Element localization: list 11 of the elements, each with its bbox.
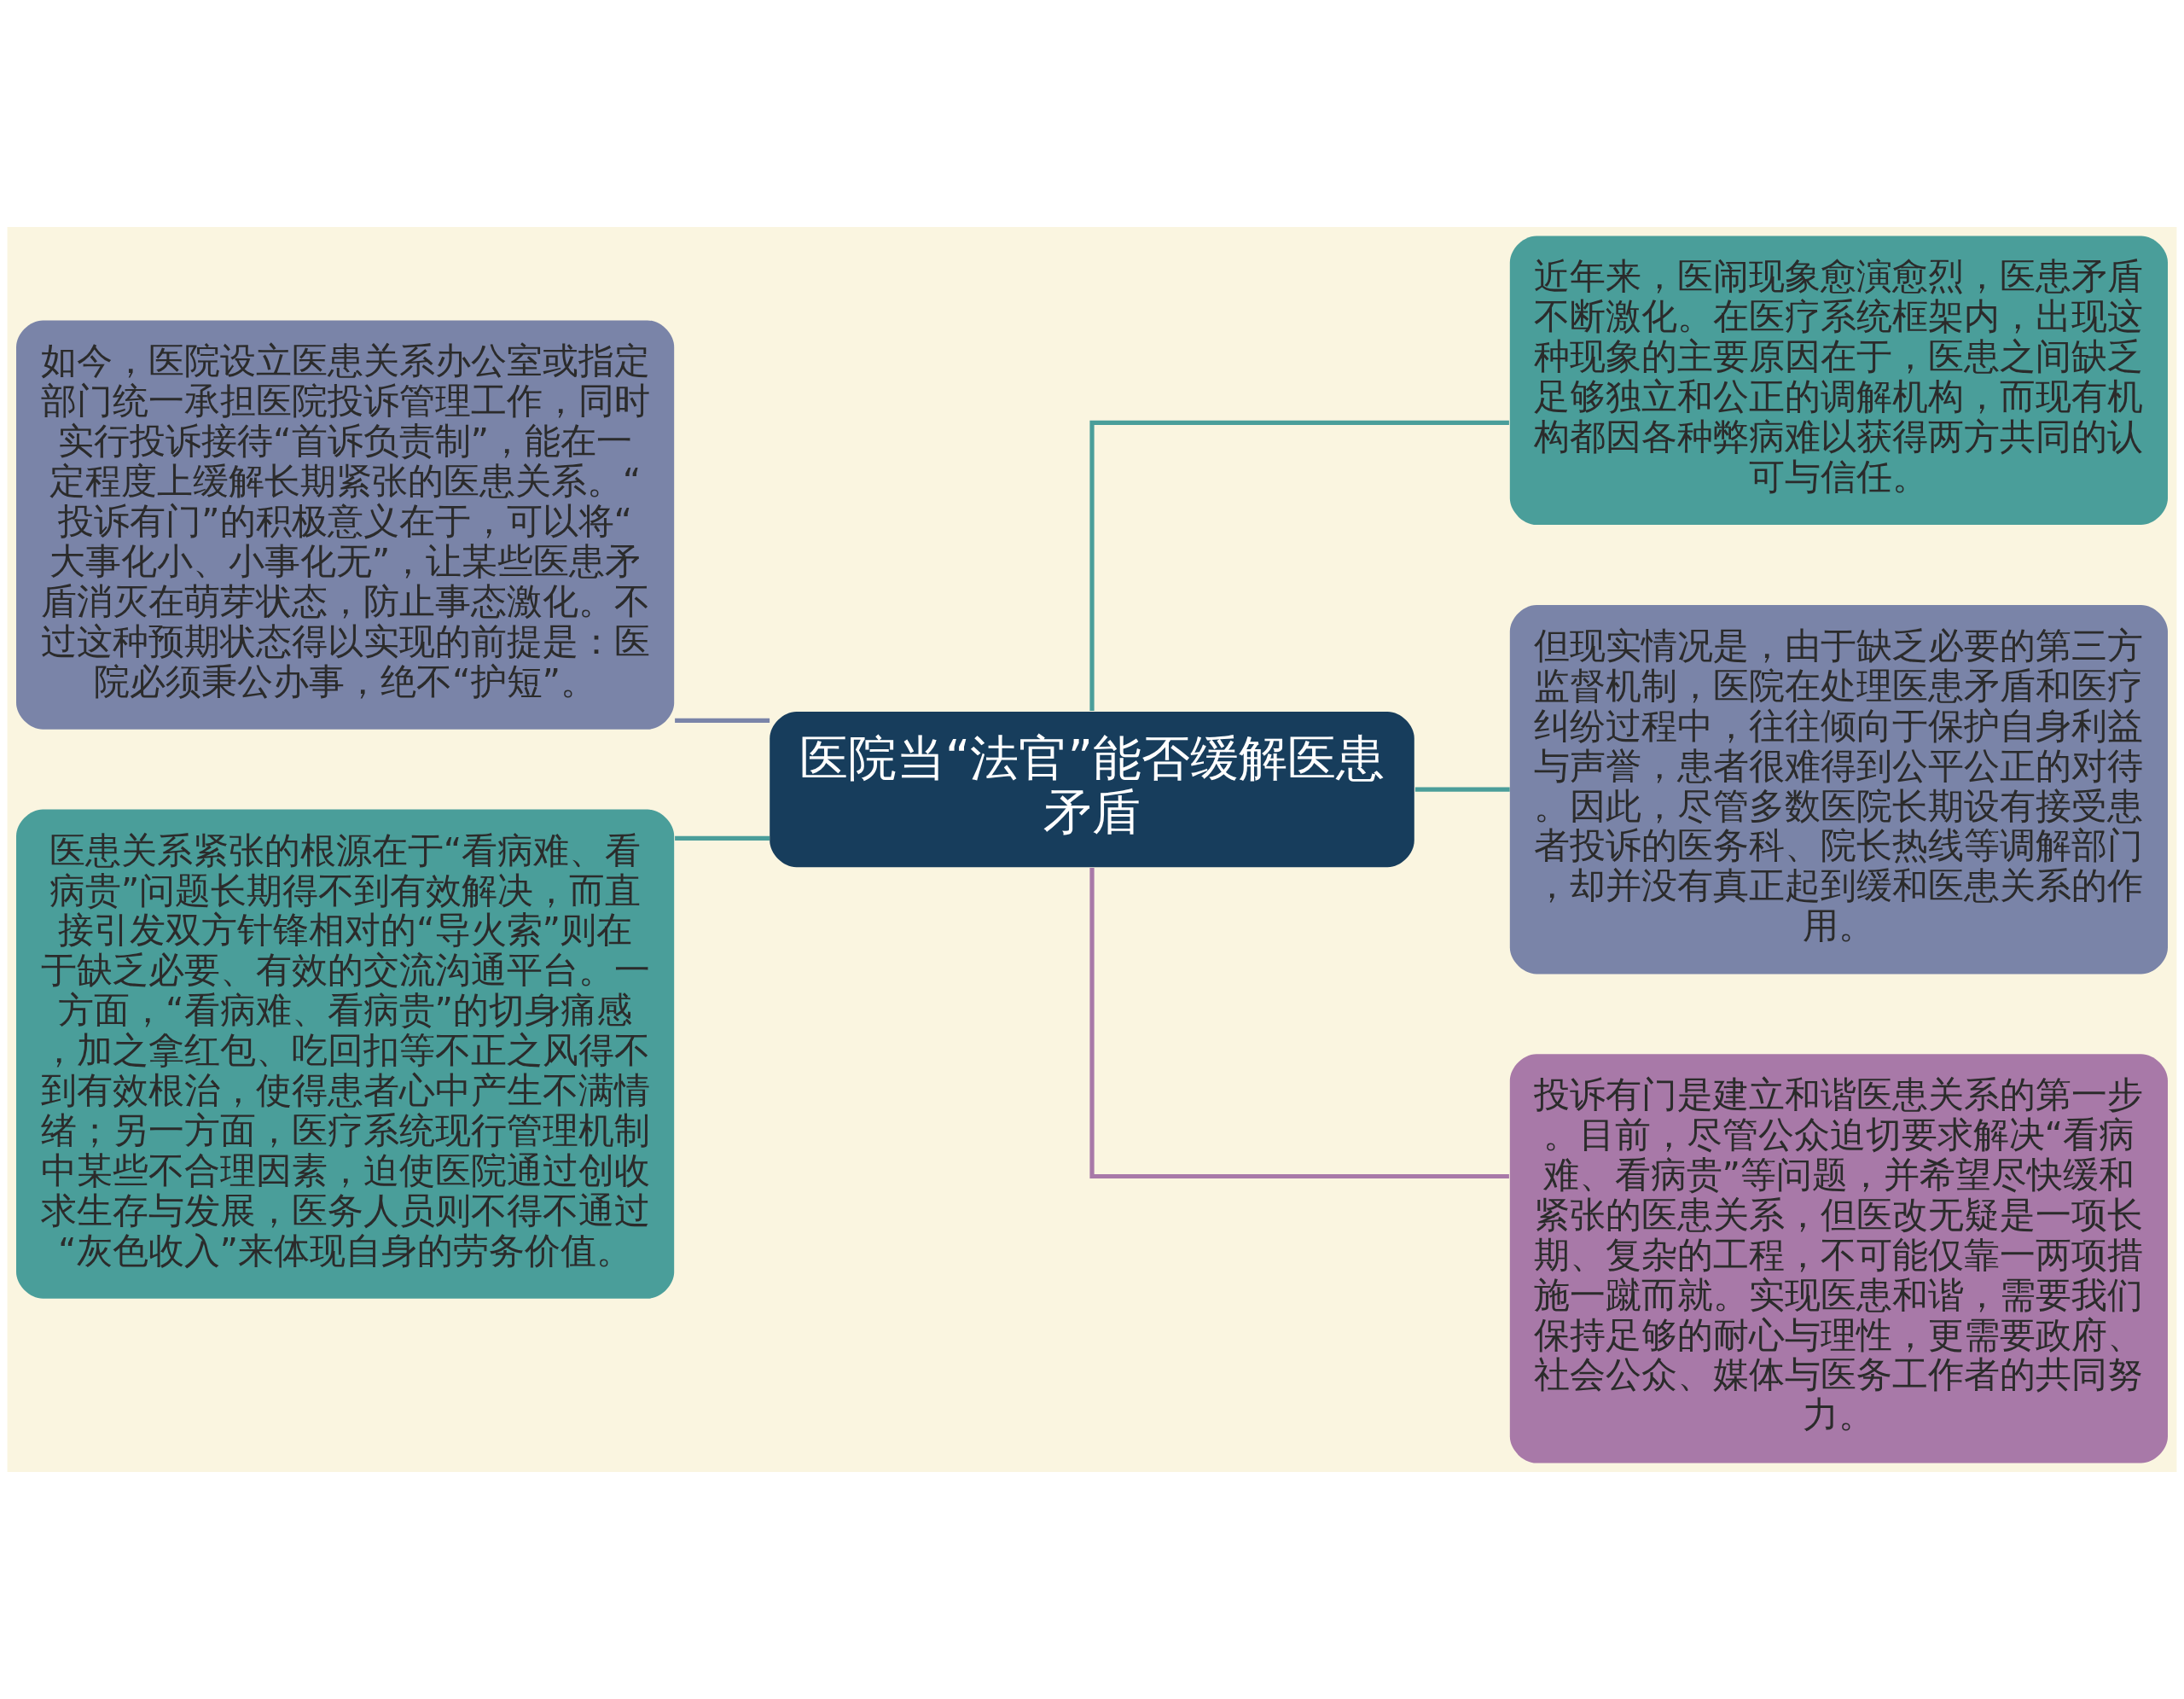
- connector: [1414, 787, 1510, 792]
- node-box: 医院当“法官”能否缓解医患矛盾: [770, 711, 1414, 868]
- connector: [675, 718, 770, 723]
- node-box: 如今，医院设立医患关系办公室或指定部门统一承担医院投诉管理工作，同时实行投诉接待“首诉负责制”，能在一定程度上缓解长期紧张的医患关系。“投诉有门”的积极意义在于，可以将“大事化小、小事化无”，让某些医患矛盾消灭在萌芽状态，防止事态激化。不过这种预期状态得以实现的前提是：医院必须秉公办事，绝不“护短”。: [16, 320, 675, 730]
- connector: [1089, 420, 1509, 711]
- connector: [1089, 867, 1509, 1179]
- node-box: 投诉有门是建立和谐医患关系的第一步。目前，尽管公众迫切要求解决“看病难、看病贵”等问题，并希望尽快缓和紧张的医患关系，但医改无疑是一项长期、复杂的工程，不可能仅靠一两项措施一蹴而就。实现医患和谐，需要我们保持足够的耐心与理性，更需要政府、社会公众、媒体与医务工作者的共同努力。: [1509, 1054, 2168, 1463]
- connector: [675, 835, 770, 841]
- node-box: 近年来，医闹现象愈演愈烈，医患矛盾不断激化。在医疗系统框架内，出现这种现象的主要原因在于，医患之间缺乏足够独立和公正的调解机构，而现有机构都因各种弊病难以获得两方共同的认可与信任。: [1509, 236, 2168, 526]
- node-box: 医患关系紧张的根源在于“看病难、看病贵”问题长期得不到有效解决，而直接引发双方针锋相对的“导火索”则在于缺乏必要、有效的交流沟通平台。一方面，“看病难、看病贵”的切身痛感，加之拿红包、吃回扣等不正之风得不到有效根治，使得患者心中产生不满情绪；另一方面，医疗系统现行管理机制中某些不合理因素，迫使医院通过创收求生存与发展，医务人员则不得不通过“灰色收入”来体现自身的劳务价值。: [16, 809, 675, 1299]
- node-box: 但现实情况是，由于缺乏必要的第三方监督机制，医院在处理医患矛盾和医疗纠纷过程中，往往倾向于保护自身利益与声誉，患者很难得到公平公正的对待。因此，尽管多数医院长期设有接受患者投诉的医务科、院长热线等调解部门，却并没有真正起到缓和医患关系的作用。: [1509, 604, 2168, 975]
